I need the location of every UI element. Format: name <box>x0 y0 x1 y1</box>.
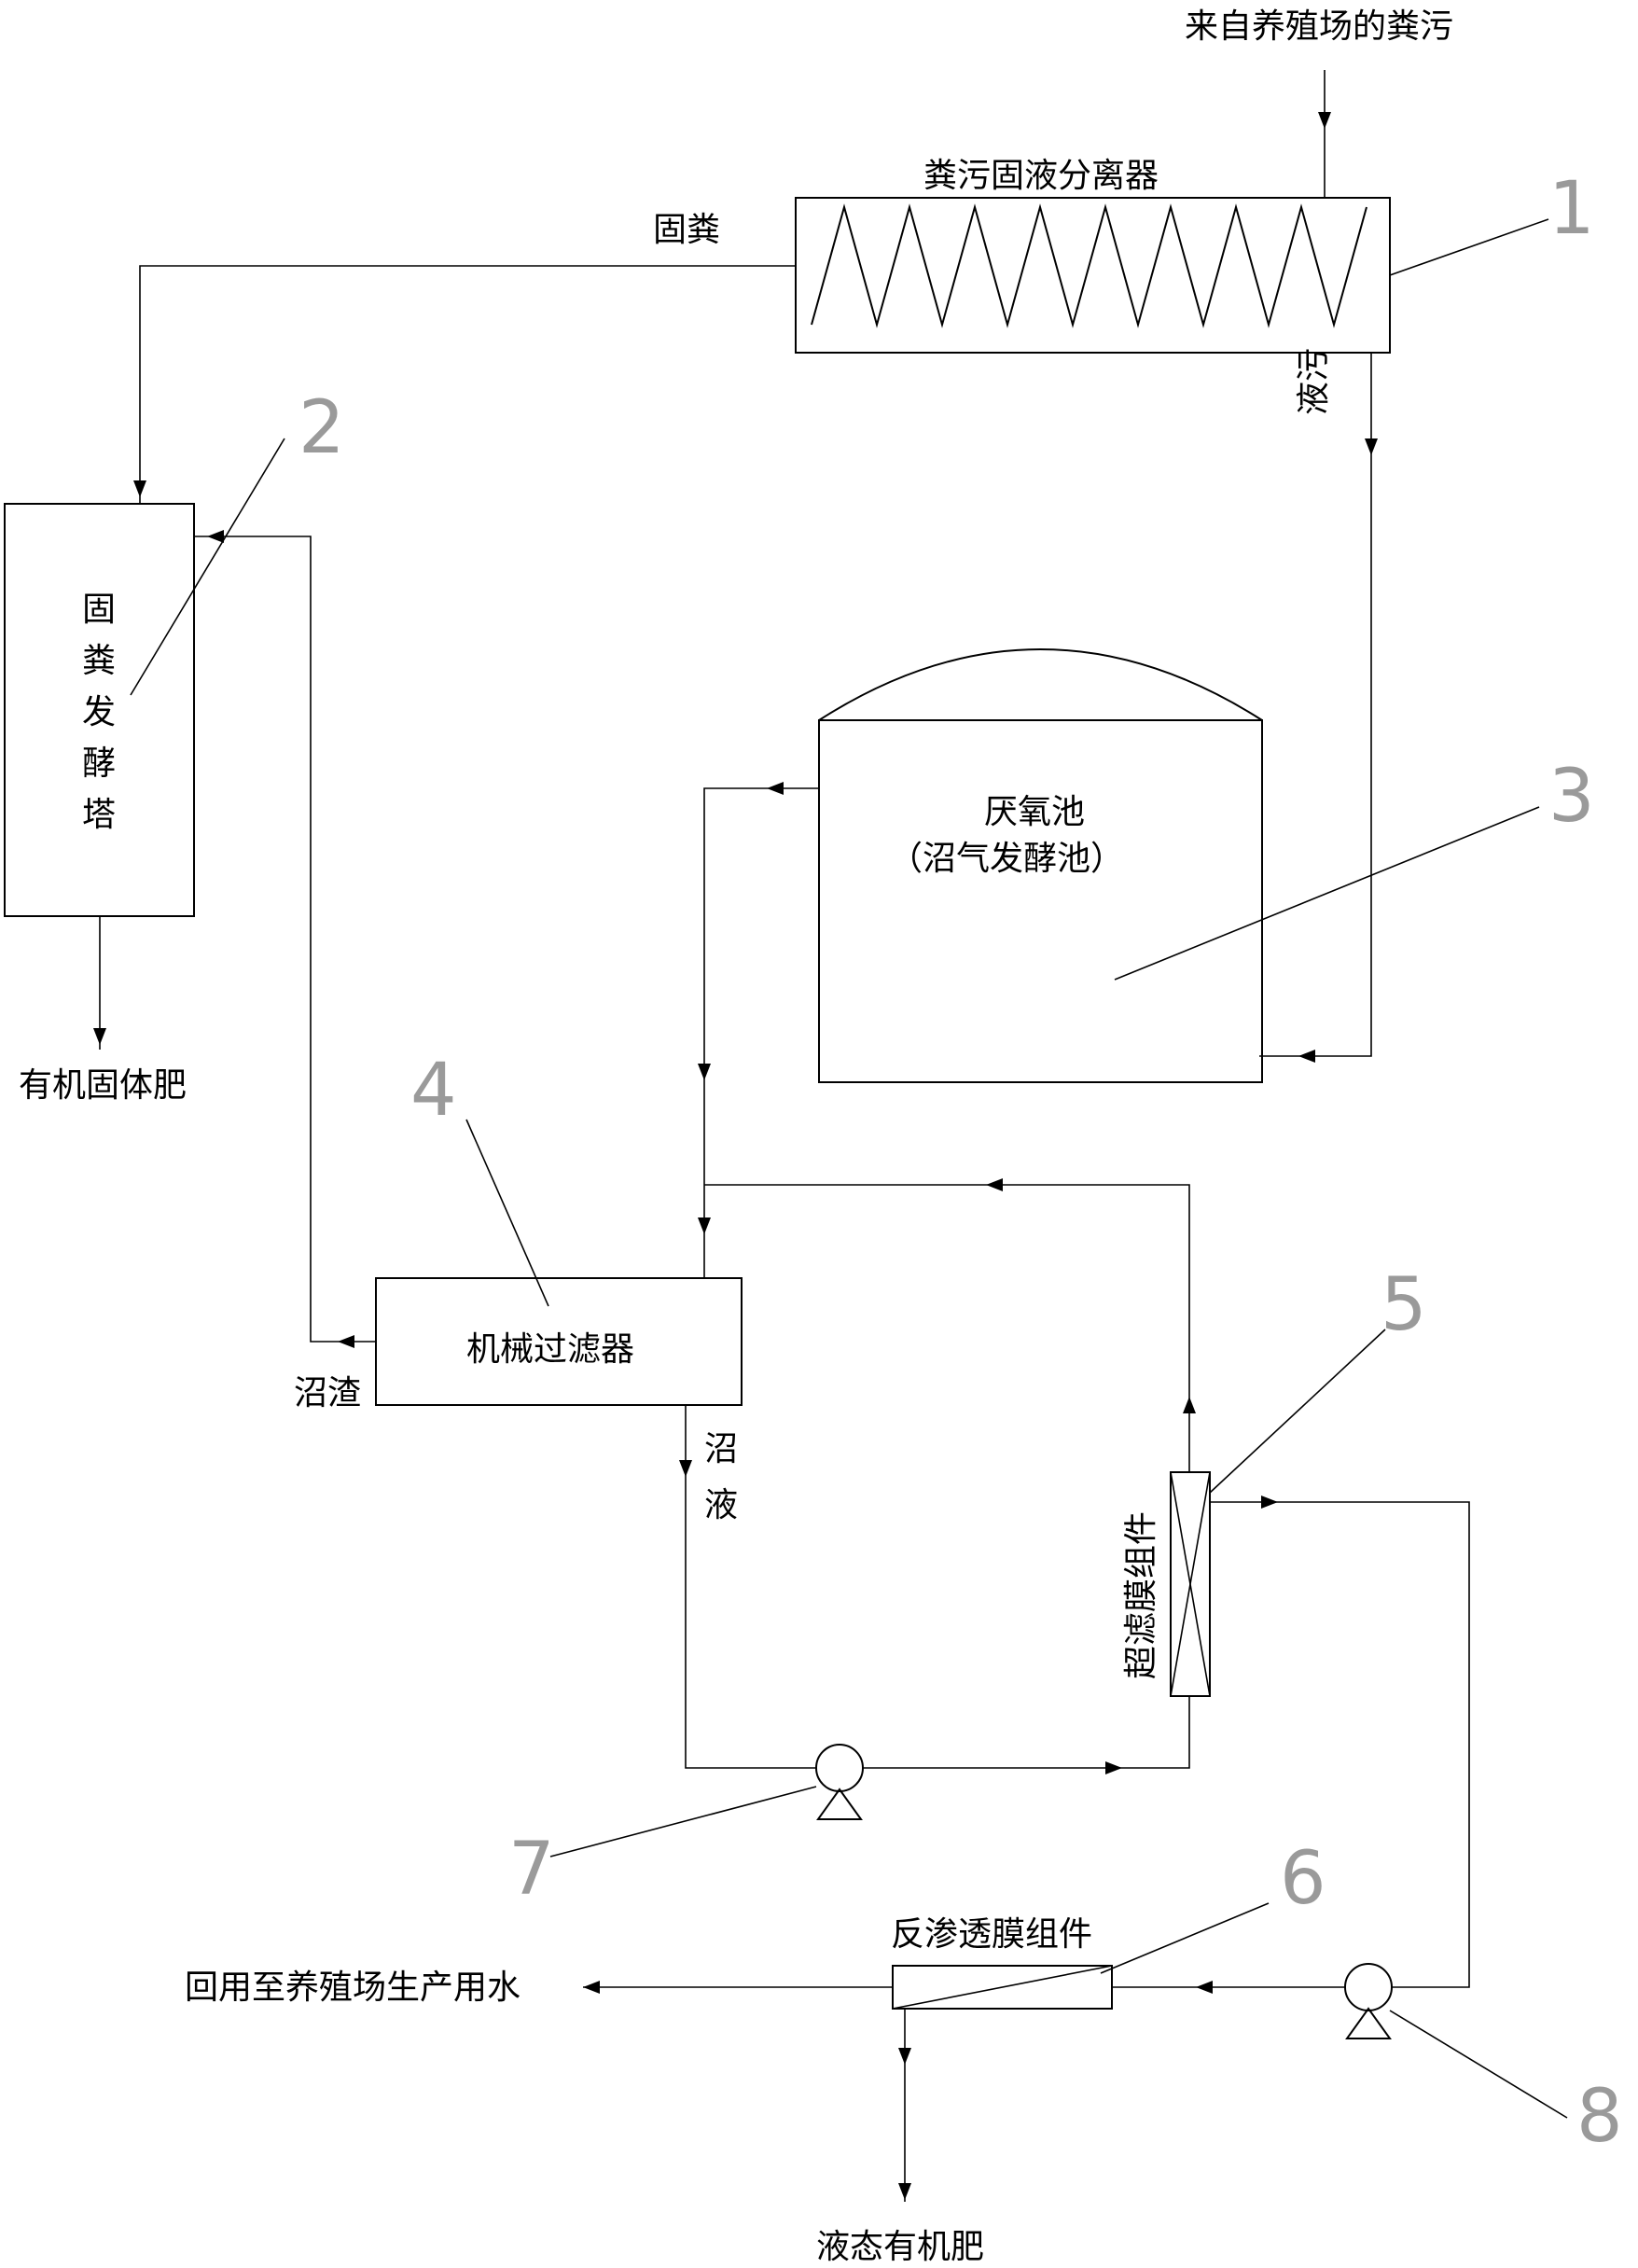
biogas-slurry-char-2: 液 <box>704 1486 738 1524</box>
callout-3: 3 <box>1548 755 1595 839</box>
anaerobic-label-line2: （沼气发酵池） <box>889 840 1124 878</box>
callout-4: 4 <box>410 1049 457 1133</box>
biogas-residue-label: 沼渣 <box>294 1374 361 1412</box>
solid-manure-label: 固粪 <box>653 211 720 249</box>
callout-3-leader <box>1114 806 1540 981</box>
pump-7 <box>815 1744 864 1820</box>
callout-7: 7 <box>508 1828 555 1912</box>
callout-5-leader <box>1209 1329 1386 1494</box>
callout-5: 5 <box>1381 1263 1427 1347</box>
callout-4-leader <box>465 1119 549 1307</box>
pump-8 <box>1344 1963 1393 2039</box>
callout-6: 6 <box>1280 1837 1326 1921</box>
source-label: 来自养殖场的粪污 <box>1185 7 1453 46</box>
separator <box>795 197 1391 354</box>
fermenter-char-3: 发 <box>82 693 116 731</box>
callout-1-leader <box>1389 218 1549 276</box>
anaerobic-output-line <box>703 787 819 1278</box>
callout-1: 1 <box>1548 167 1595 251</box>
callout-2-leader <box>130 438 285 696</box>
fermenter-char-1: 固 <box>82 591 116 629</box>
ro-module <box>892 1965 1113 2010</box>
callout-2: 2 <box>298 386 345 470</box>
anaerobic-tank <box>818 648 1263 1083</box>
callout-6-leader <box>1100 1902 1270 1974</box>
separator-label: 粪污固液分离器 <box>923 157 1159 195</box>
uf-module <box>1170 1471 1211 1697</box>
liquid-manure-label: 液污 <box>1295 348 1333 415</box>
biogas-slurry-char-1: 沼 <box>704 1430 738 1468</box>
solid-manure-line <box>139 265 796 504</box>
ro-module-label: 反渗透膜组件 <box>891 1915 1092 1954</box>
mechanical-filter-label: 机械过滤器 <box>466 1330 634 1369</box>
organic-solid-fertilizer-label: 有机固体肥 <box>19 1066 187 1105</box>
uf-permeate-line <box>1210 1501 1470 1988</box>
biogas-residue-line <box>194 536 376 1343</box>
uf-return-line <box>704 1184 1190 1472</box>
fermenter-char-5: 塔 <box>82 796 116 834</box>
reuse-water-label: 回用至养殖场生产用水 <box>185 1969 521 2007</box>
callout-8-leader <box>1389 2010 1568 2119</box>
fermenter-char-2: 粪 <box>82 642 116 680</box>
uf-module-label: 超滤膜组件 <box>1122 1511 1160 1679</box>
anaerobic-label-line1: 厌氧池 <box>984 793 1085 831</box>
liquid-manure-line <box>1259 353 1372 1057</box>
callout-7-leader <box>549 1786 817 1858</box>
pump7-to-uf-line <box>863 1696 1190 1769</box>
callout-8: 8 <box>1576 2075 1623 2159</box>
fermenter-char-4: 酵 <box>82 744 116 783</box>
biogas-slurry-line <box>685 1405 816 1769</box>
liquid-fertilizer-label: 液态有机肥 <box>816 2228 984 2266</box>
